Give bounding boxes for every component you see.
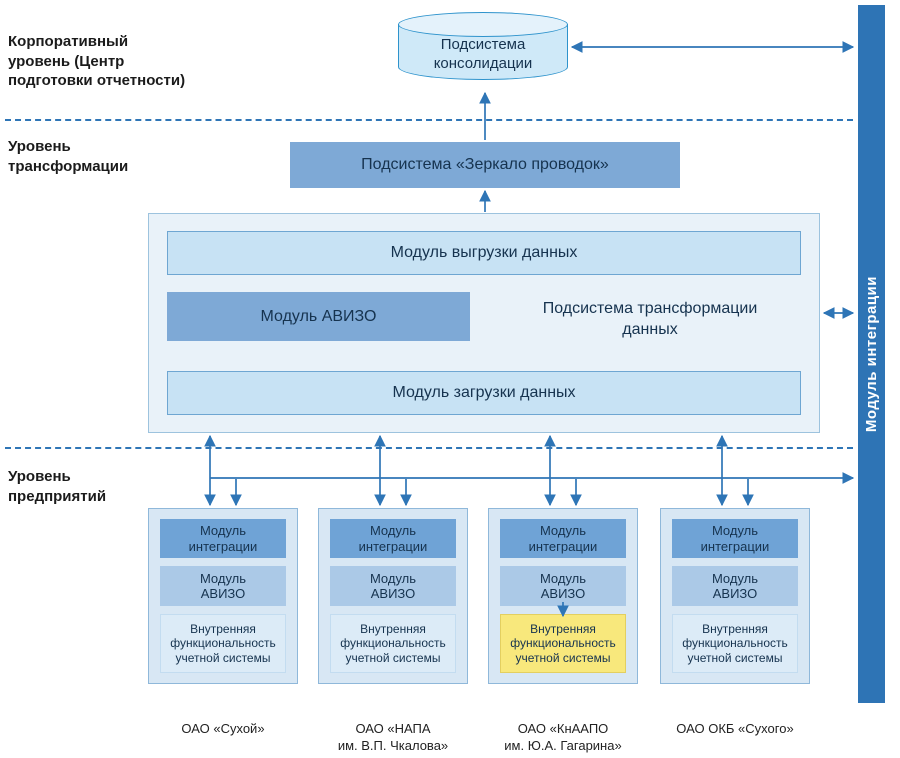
mirror-subsystem-box: Подсистема «Зеркало проводок»: [290, 142, 680, 188]
enterprise-avizo-module: Модуль АВИЗО: [500, 566, 626, 606]
enterprise-caption: ОАО «Сухой»: [181, 721, 265, 736]
data-export-module-box: Модуль выгрузки данных: [167, 231, 801, 275]
transformation-level-label: Уровень трансформации: [8, 138, 129, 175]
level-divider-top: [5, 119, 853, 121]
enterprise-box-1: Модуль интеграции Модуль АВИЗО Внутрення…: [148, 508, 298, 684]
integration-bar-label: Модуль интеграции: [863, 275, 880, 433]
transformation-subsystem-label: Подсистема трансформации данных: [542, 300, 758, 338]
consolidation-cylinder-top: [398, 12, 568, 37]
enterprise-integration-module: Модуль интеграции: [330, 519, 456, 559]
corporate-level-label: Корпоративный уровень (Центр подготовки …: [8, 33, 186, 89]
enterprise-internal-module-highlighted: Внутренняя функциональность учетной сист…: [500, 613, 626, 673]
enterprise-avizo-module: Модуль АВИЗО: [330, 566, 456, 606]
enterprise-avizo-module: Модуль АВИЗО: [672, 566, 798, 606]
enterprise-integration-module: Модуль интеграции: [672, 519, 798, 559]
enterprise-level-label: Уровень предприятий: [8, 468, 107, 505]
data-import-module-box: Модуль загрузки данных: [167, 371, 801, 415]
enterprise-caption: ОАО ОКБ «Сухого»: [676, 721, 794, 736]
enterprise-internal-module: Внутренняя функциональность учетной сист…: [672, 613, 798, 673]
integration-module-bar: Модуль интеграции: [858, 5, 885, 703]
consolidation-subsystem-label: Подсистема консолидации: [433, 36, 533, 72]
enterprise-integration-module: Модуль интеграции: [160, 519, 286, 559]
avizo-module-box: Модуль АВИЗО: [167, 292, 470, 341]
enterprise-box-4: Модуль интеграции Модуль АВИЗО Внутрення…: [660, 508, 810, 684]
enterprise-box-2: Модуль интеграции Модуль АВИЗО Внутрення…: [318, 508, 468, 684]
enterprise-avizo-module: Модуль АВИЗО: [160, 566, 286, 606]
level-divider-bottom: [5, 447, 853, 449]
enterprise-internal-module: Внутренняя функциональность учетной сист…: [330, 613, 456, 673]
enterprise-internal-module: Внутренняя функциональность учетной сист…: [160, 613, 286, 673]
enterprise-integration-module: Модуль интеграции: [500, 519, 626, 559]
enterprise-caption: ОАО «НАПА им. В.П. Чкалова»: [337, 721, 449, 753]
enterprise-caption: ОАО «КнААПО им. Ю.А. Гагарина»: [504, 721, 622, 753]
enterprise-box-3: Модуль интеграции Модуль АВИЗО Внутрення…: [488, 508, 638, 684]
